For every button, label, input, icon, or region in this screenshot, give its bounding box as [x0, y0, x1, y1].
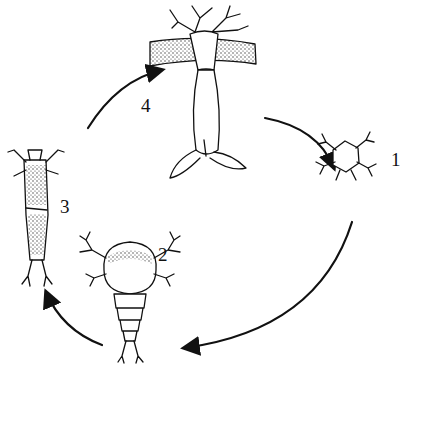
callout-number: 2 — [158, 245, 168, 264]
adult-stage — [150, 6, 256, 178]
cycle-arrow — [46, 70, 352, 348]
callout-number: 4 — [141, 96, 151, 115]
copepodid-stage — [80, 232, 180, 363]
callout-number: 3 — [60, 197, 70, 216]
nauplius-stage — [316, 132, 376, 180]
juvenile-stage — [8, 150, 64, 286]
callout-number: 1 — [391, 150, 401, 169]
